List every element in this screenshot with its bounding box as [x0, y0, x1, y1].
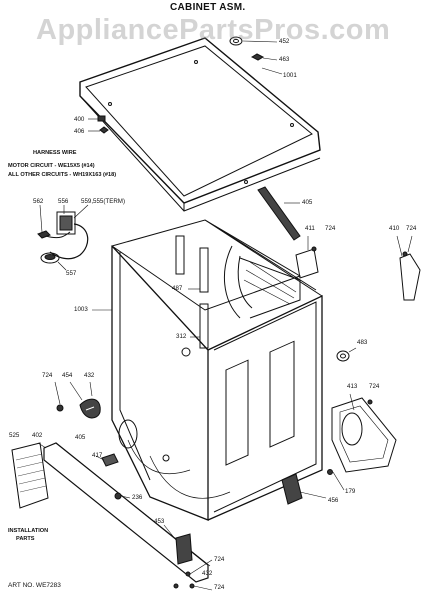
callout-179: 179 [345, 488, 356, 495]
part-463 [250, 53, 278, 61]
callout-724-c: 724 [42, 372, 53, 379]
callout-559: 559,555(TERM) [81, 198, 126, 205]
callout-432-b: 432 [202, 570, 213, 577]
callout-562: 562 [33, 198, 44, 205]
callout-402: 402 [32, 432, 43, 439]
harness-wire [37, 204, 89, 271]
part-483 [336, 347, 357, 362]
cabinet-1003 [92, 219, 363, 521]
callout-454: 454 [62, 372, 73, 379]
part-179 [327, 469, 333, 475]
harness-heading: HARNESS WIRE [33, 150, 77, 156]
callout-432-a: 432 [84, 372, 95, 379]
part-724-screw [56, 404, 64, 412]
callout-724-a: 724 [325, 225, 336, 232]
callout-400: 400 [74, 116, 85, 123]
callout-724-d: 724 [369, 383, 380, 390]
callout-724-f: 724 [214, 584, 225, 591]
callout-724-e: 724 [214, 556, 225, 563]
part-452 [229, 36, 278, 46]
part-453 [163, 524, 193, 565]
watermark: AppliancePartsPros.com [36, 14, 391, 46]
part-400 [88, 115, 106, 122]
part-456 [281, 473, 327, 505]
part-417 [95, 453, 119, 467]
callout-556: 556 [58, 198, 69, 205]
callout-456: 456 [328, 497, 339, 504]
callout-483: 483 [357, 339, 368, 346]
callout-411: 411 [305, 225, 315, 232]
part-236-foot [114, 492, 122, 500]
part-413-cover [331, 393, 397, 473]
art-number: ART NO. WE7283 [8, 582, 61, 589]
installation-parts-label: PARTS [16, 536, 35, 542]
callout-312: 312 [176, 333, 187, 340]
callout-557: 557 [66, 270, 77, 277]
part-411-bracket [295, 236, 319, 279]
callout-452: 452 [279, 38, 290, 45]
diagram-title: CABINET ASM. [170, 2, 246, 13]
motor-circuit-note: MOTOR CIRCUIT - WE15X5 (#14) [8, 163, 95, 169]
other-circuits-note: ALL OTHER CIRCUITS - WH19X163 (#18) [8, 172, 117, 178]
callout-453: 453 [154, 518, 165, 525]
callout-405-bottom: 405 [75, 434, 86, 441]
callout-1003: 1003 [74, 306, 88, 313]
callout-1001: 1001 [283, 72, 297, 79]
callout-406: 406 [74, 128, 85, 135]
callout-405-top: 405 [302, 199, 313, 206]
callout-236: 236 [132, 494, 143, 501]
callout-413: 413 [347, 383, 358, 390]
callout-410: 410 [389, 225, 400, 232]
callout-417: 417 [92, 452, 103, 459]
callout-463: 463 [279, 56, 290, 63]
part-525-bag [11, 442, 49, 509]
callout-724-b: 724 [406, 225, 417, 232]
part-406 [88, 126, 109, 134]
part-405-strip [257, 186, 301, 241]
callout-525: 525 [9, 432, 20, 439]
part-454 [79, 398, 101, 419]
callout-487: 487 [172, 285, 183, 292]
part-410-panel [396, 235, 421, 301]
installation-label: INSTALLATION [8, 528, 49, 534]
top-cover-1001 [79, 37, 321, 212]
